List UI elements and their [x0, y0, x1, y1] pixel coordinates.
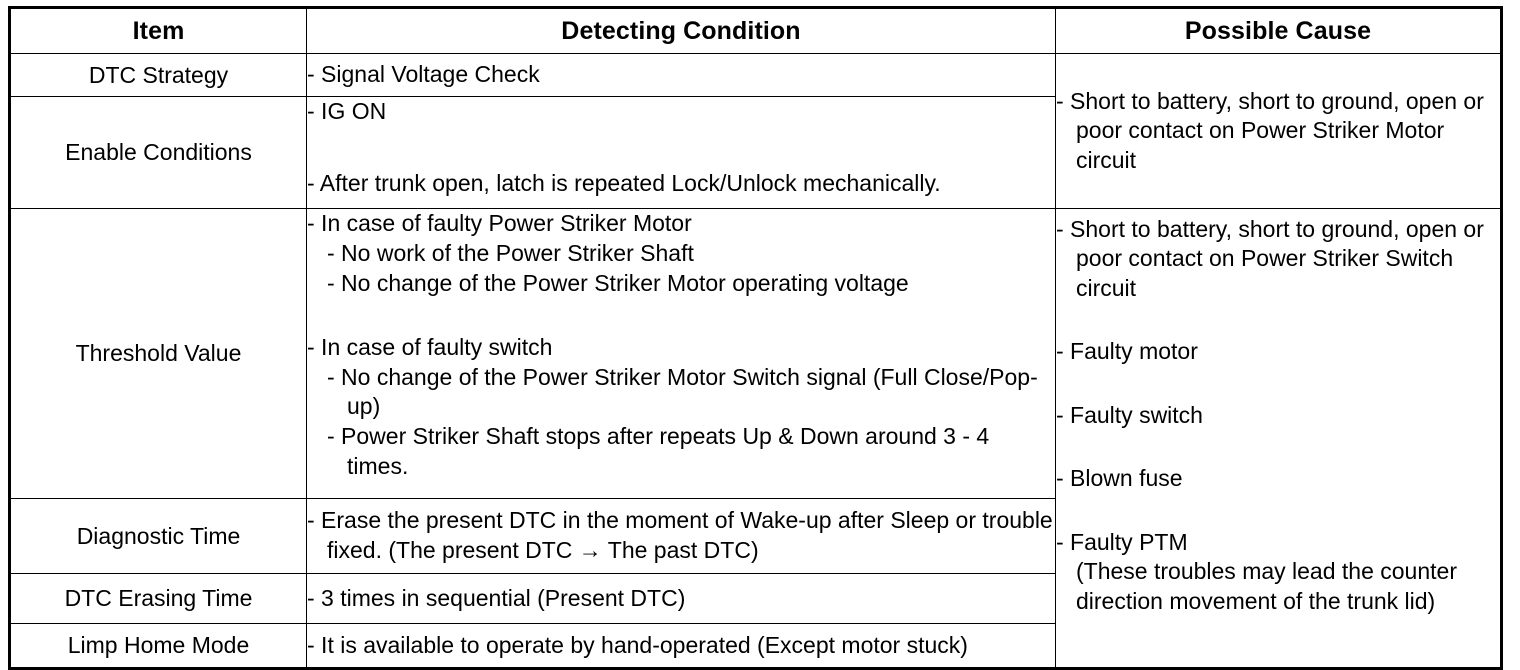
item-label-dtc-strategy: DTC Strategy [9, 53, 307, 97]
condition-line-2: - After trunk open, latch is repeated Lo… [307, 169, 941, 196]
dtc-diagnosis-table: Item Detecting Condition Possible Cause … [8, 6, 1503, 670]
possible-cause-group-2: - Short to battery, short to ground, ope… [1055, 208, 1502, 669]
threshold-block1-sub2: - No change of the Power Striker Motor o… [327, 269, 909, 296]
possible-cause-group-1: - Short to battery, short to ground, ope… [1055, 53, 1502, 209]
condition-line: - Erase the present DTC in the moment of… [307, 507, 1053, 563]
table-row-dtc-erasing-time: DTC Erasing Time - 3 times in sequential… [9, 573, 1502, 624]
cause-item-1: - Short to battery, short to ground, ope… [1056, 216, 1484, 301]
item-label-dtc-erasing-time: DTC Erasing Time [9, 573, 307, 624]
header-possible-cause: Possible Cause [1055, 7, 1502, 54]
item-label-diagnostic-time: Diagnostic Time [9, 498, 307, 574]
spacer [307, 299, 1055, 333]
cause-item-5: - Faulty PTM [1056, 528, 1188, 555]
threshold-block2-sub1: - No change of the Power Striker Motor S… [327, 363, 1038, 420]
table-row-threshold-value: Threshold Value - In case of faulty Powe… [9, 208, 1502, 669]
condition-limp-home-mode: - It is available to operate by hand-ope… [306, 623, 1056, 669]
spacer [1056, 367, 1500, 401]
table-row-limp-home-mode: Limp Home Mode - It is available to oper… [9, 623, 1502, 669]
spacer [1056, 303, 1500, 337]
item-label-limp-home-mode: Limp Home Mode [9, 623, 307, 669]
cause-item-2: - Faulty motor [1056, 338, 1198, 365]
table-row-enable-conditions: Enable Conditions - IG ON - After trunk … [9, 96, 1502, 209]
threshold-block2-sub2: - Power Striker Shaft stops after repeat… [327, 423, 990, 480]
cause-item-5-note: (These troubles may lead the counter dir… [1076, 558, 1457, 614]
table-row-dtc-strategy: DTC Strategy - Signal Voltage Check - Sh… [9, 53, 1502, 209]
condition-diagnostic-time: - Erase the present DTC in the moment of… [306, 498, 1056, 574]
cause-item-3: - Faulty switch [1056, 401, 1203, 428]
item-label-threshold-value: Threshold Value [9, 208, 307, 499]
cause-item-4: - Blown fuse [1056, 465, 1183, 492]
table-header-row: Item Detecting Condition Possible Cause [9, 7, 1502, 54]
threshold-block1-title: - In case of faulty Power Striker Motor [307, 210, 692, 236]
condition-line-1: - IG ON [307, 98, 387, 124]
threshold-block1-sub1: - No work of the Power Striker Shaft [327, 239, 694, 266]
header-detecting-condition: Detecting Condition [306, 7, 1056, 54]
spacer [307, 127, 1055, 169]
threshold-block2-title: - In case of faulty switch [307, 333, 553, 360]
condition-line: - It is available to operate by hand-ope… [307, 631, 968, 658]
spacer [1056, 494, 1500, 528]
spacer [1056, 430, 1500, 464]
condition-line: - 3 times in sequential (Present DTC) [307, 584, 686, 611]
cause-item: - Short to battery, short to ground, ope… [1056, 87, 1484, 173]
condition-line: - Signal Voltage Check [307, 61, 540, 88]
item-label-enable-conditions: Enable Conditions [9, 96, 307, 209]
header-item: Item [9, 7, 307, 54]
condition-dtc-erasing-time: - 3 times in sequential (Present DTC) [306, 573, 1056, 624]
condition-enable-conditions: - IG ON - After trunk open, latch is rep… [306, 96, 1056, 209]
condition-dtc-strategy: - Signal Voltage Check [306, 53, 1056, 97]
condition-threshold-value: - In case of faulty Power Striker Motor … [306, 208, 1056, 499]
